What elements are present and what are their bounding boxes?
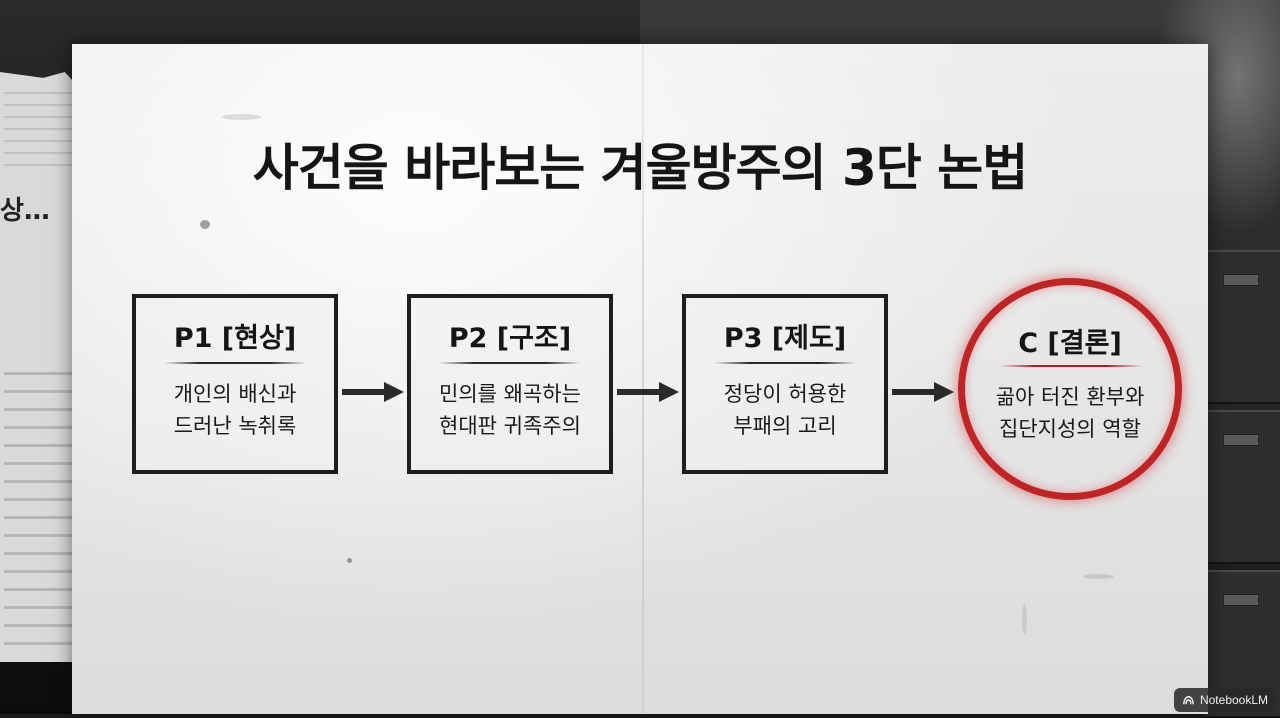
label-underline [999, 365, 1143, 367]
step-description: 민의를 왜곡하는 현대판 귀족주의 [411, 378, 609, 442]
drawer-handle [1223, 594, 1259, 606]
newspaper-text-lines [4, 92, 74, 172]
ink-stain [200, 220, 210, 229]
conclusion-label: C [결론] [1018, 328, 1122, 359]
ink-stain [1022, 604, 1027, 634]
cabinet-drawer [1205, 410, 1280, 564]
conclusion-description: 곪아 터진 환부와 집단지성의 역할 [965, 381, 1175, 445]
conclusion-circle: C [결론] 곪아 터진 환부와 집단지성의 역할 [958, 278, 1182, 500]
step-label: P2 [구조] [448, 323, 572, 354]
step-description-line: 현대판 귀족주의 [439, 414, 581, 438]
ink-stain [347, 558, 352, 563]
ink-stain [222, 114, 262, 120]
brand-label: NotebookLM [1199, 693, 1269, 707]
step-description: 개인의 배신과 드러난 녹취록 [136, 378, 334, 442]
arrow-right-icon [892, 382, 954, 402]
step-label: P3 [제도] [723, 323, 847, 354]
slide-title: 사건을 바라보는 겨울방주의 3단 논법 [252, 139, 1028, 197]
newspaper-text-lines [4, 372, 84, 652]
arrow-right-icon [342, 382, 404, 402]
label-underline [714, 362, 856, 364]
step-description-line: 개인의 배신과 [173, 382, 297, 406]
label-underline [439, 362, 581, 364]
label-underline [164, 362, 306, 364]
step-description-line: 부패의 고리 [733, 414, 837, 438]
paper-fold [642, 44, 644, 714]
step-description-line: 정당이 허용한 [723, 382, 847, 406]
drawer-handle [1223, 274, 1259, 286]
arrow-right-icon [617, 382, 679, 402]
step-description-line: 드러난 녹취록 [173, 414, 297, 438]
conclusion-description-line: 곪아 터진 환부와 [995, 385, 1145, 409]
notebooklm-badge: NotebookLM [1174, 688, 1276, 712]
conclusion-description-line: 집단지성의 역할 [999, 417, 1141, 441]
step-box-p2: P2 [구조] 민의를 왜곡하는 현대판 귀족주의 [407, 294, 613, 474]
drawer-handle [1223, 434, 1259, 446]
ink-stain [1084, 574, 1114, 579]
step-label: P1 [현상] [173, 323, 297, 354]
step-box-p3: P3 [제도] 정당이 허용한 부패의 고리 [682, 294, 888, 474]
step-description: 정당이 허용한 부패의 고리 [686, 378, 884, 442]
newspaper-fragment-text: 상… [0, 196, 50, 226]
step-box-p1: P1 [현상] 개인의 배신과 드러난 녹취록 [132, 294, 338, 474]
cabinet-drawer [1205, 250, 1280, 404]
step-description-line: 민의를 왜곡하는 [439, 382, 581, 406]
notebooklm-logo-icon [1183, 695, 1194, 704]
